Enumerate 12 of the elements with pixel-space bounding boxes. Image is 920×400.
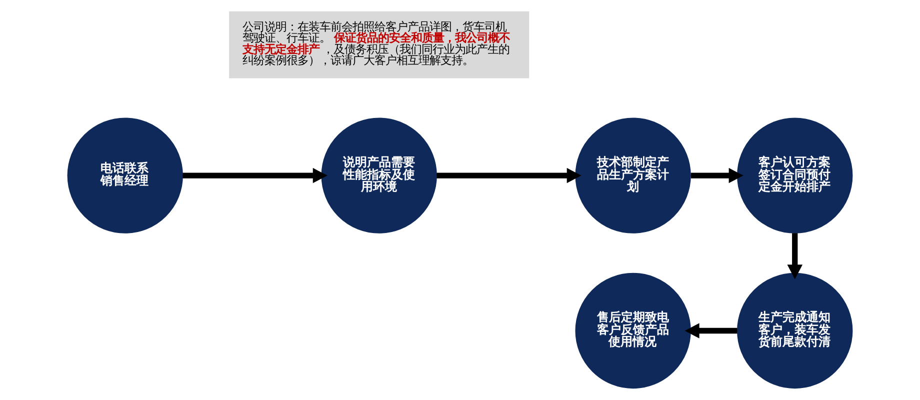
arrow — [787, 233, 802, 280]
node-circle: 生产完成通知客户，装车发货前尾款付清 — [737, 272, 853, 389]
node-box: 公司说明：在装车前会拍照给客户产品详图，货车司机驾驶证、行车证。保证货品的安全和质量，我公司概不支持无定金排产，及债务积压（我们同行业为此产生的纠纷案例很多），谅请广大客户相互理解支持。 — [229, 11, 530, 78]
arrow — [690, 168, 744, 184]
node-circle: 售后定期致电客户反馈产品使用情况 — [575, 272, 691, 389]
arrow — [436, 168, 582, 184]
node-circle: 电话联系 销售经理 — [67, 118, 183, 234]
node-circle: 客户认可方案签订合同预付定金开始排产 — [737, 118, 853, 234]
node-circle: 说明产品需要性能指标及使用环境 — [321, 118, 437, 234]
arrow — [182, 168, 328, 184]
arrow — [684, 323, 738, 338]
node-circle: 技术部制定产品生产方案计划 — [575, 118, 691, 234]
